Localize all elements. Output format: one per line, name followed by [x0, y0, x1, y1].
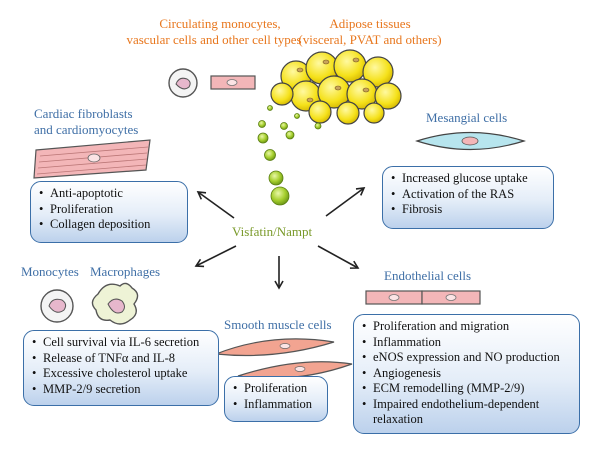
macrophage-cell [91, 282, 139, 325]
box-endothelial-effects: Proliferation and migration Inflammation… [353, 314, 580, 434]
title-mesangial: Mesangial cells [426, 110, 508, 125]
list-item-continuation: relaxation [373, 412, 423, 426]
title-adipose-line1: Adipose tissues [329, 16, 411, 31]
title-endothelial: Endothelial cells [384, 268, 472, 283]
title-cardiac-line1: Cardiac fibroblasts [34, 106, 133, 121]
title-cardiac-line2: and cardiomyocytes [34, 122, 139, 137]
title-circulating: Circulating monocytes, [150, 16, 290, 32]
box-cardiac-effects: Anti-apoptotic Proliferation Collagen de… [30, 181, 188, 243]
list-item: Anti-apoptotic [39, 186, 181, 202]
list-item: Release of TNFα and IL-8 [32, 351, 212, 367]
title-smooth-muscle: Smooth muscle cells [224, 317, 332, 332]
title-circulating-line2: vascular cells and other cell types [126, 32, 302, 47]
list-monocyte-effects: Cell survival via IL-6 secretion Release… [32, 335, 212, 397]
box-monocyte-effects: Cell survival via IL-6 secretion Release… [23, 330, 219, 406]
monocyte-cell [40, 289, 74, 323]
visfatin-molecules [257, 105, 322, 206]
adipocyte-nuclei [296, 57, 370, 103]
list-item: Proliferation [233, 381, 321, 397]
monocyte-cell-top [168, 68, 198, 98]
list-item: Collagen deposition [39, 217, 181, 233]
vascular-cell-top [210, 75, 256, 90]
list-item: Inflammation [362, 335, 573, 351]
title-circulating-2: vascular cells and other cell types [84, 32, 344, 48]
list-mesangial-effects: Increased glucose uptake Activation of t… [391, 171, 547, 218]
title-cardiac: Cardiac fibroblasts and cardiomyocytes [34, 106, 138, 138]
list-item: Proliferation [39, 202, 181, 218]
endothelial-cells [365, 290, 481, 305]
title-circulating-line1: Circulating monocytes, [159, 16, 281, 31]
list-item: Increased glucose uptake [391, 171, 547, 187]
arrows [194, 187, 366, 290]
list-item: ECM remodelling (MMP-2/9) [362, 381, 573, 397]
list-item: Impaired endothelium-dependent [362, 397, 573, 413]
list-item: eNOS expression and NO production [362, 350, 573, 366]
mesangial-cell [415, 131, 526, 151]
list-item: Fibrosis [391, 202, 547, 218]
adipose-tissue-cluster [270, 49, 402, 125]
title-adipose-line2: (visceral, PVAT and others) [298, 32, 442, 47]
cardiomyocyte-cell [33, 139, 151, 179]
list-endothelial-effects: Proliferation and migration Inflammation… [362, 319, 573, 428]
center-label-visfatin: Visfatin/Nampt [232, 224, 313, 239]
list-item: Cell survival via IL-6 secretion [32, 335, 212, 351]
arrow-to-mesangial [325, 187, 366, 217]
list-item: Excessive cholesterol uptake [32, 366, 212, 382]
title-macrophages: Macrophages [90, 264, 161, 279]
smooth-muscle-cells [215, 338, 353, 379]
list-item: Activation of the RAS [391, 187, 547, 203]
list-item: Proliferation and migration [362, 319, 573, 335]
arrow-to-endothelial [317, 245, 360, 269]
title-adipose: Adipose tissues (visceral, PVAT and othe… [270, 16, 470, 48]
title-monocytes: Monocytes [21, 264, 79, 279]
list-item: MMP-2/9 secretion [32, 382, 212, 398]
list-item: Inflammation [233, 397, 321, 413]
list-cardiac-effects: Anti-apoptotic Proliferation Collagen de… [39, 186, 181, 233]
arrow-to-cardiac [196, 191, 235, 219]
box-smooth-muscle-effects: Proliferation Inflammation [224, 376, 328, 422]
arrow-to-monocytes [194, 245, 237, 268]
box-mesangial-effects: Increased glucose uptake Activation of t… [382, 166, 554, 229]
list-smooth-muscle-effects: Proliferation Inflammation [233, 381, 321, 412]
list-item: Angiogenesis [362, 366, 573, 382]
